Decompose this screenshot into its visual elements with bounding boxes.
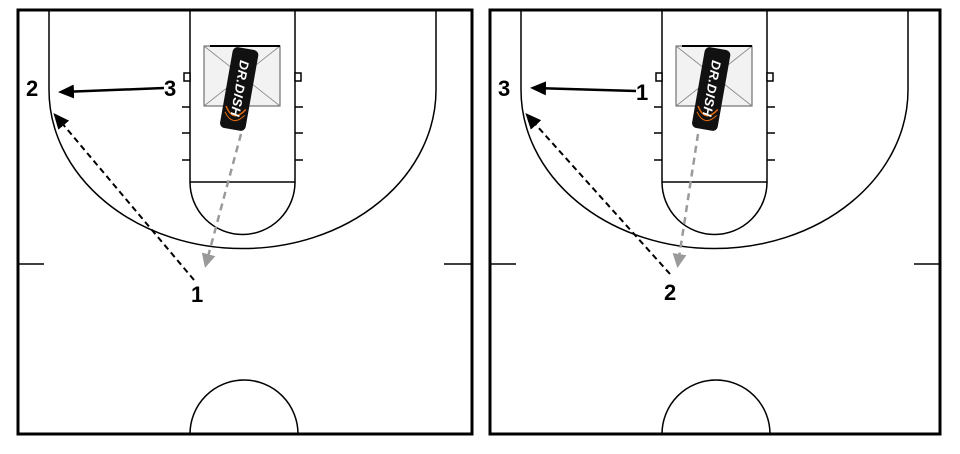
- pass-arrow: [53, 112, 195, 281]
- player-movement-arrow: [58, 84, 165, 99]
- three-point-line: [520, 10, 909, 250]
- court-diagram-left: DR.DISH 2 3 1: [14, 0, 486, 454]
- free-throw-circle: [189, 181, 296, 236]
- machine-pass-arrow: [672, 133, 700, 268]
- court-diagram-right: DR.DISH 3 1 2: [486, 0, 958, 454]
- lane-hash-marks: [182, 72, 303, 161]
- player-2-label: 2: [26, 76, 38, 101]
- pass-arrow: [525, 113, 671, 275]
- player-3-label: 3: [498, 76, 510, 101]
- player-1-label: 1: [636, 80, 648, 105]
- passing-machine-icon: DR.DISH: [692, 47, 731, 131]
- three-point-line: [48, 10, 437, 250]
- player-3-label: 3: [164, 76, 176, 101]
- player-1-label: 1: [191, 282, 203, 307]
- lane-hash-marks: [654, 72, 775, 161]
- center-circle: [661, 379, 771, 435]
- player-movement-arrow: [530, 81, 637, 96]
- lane: [189, 9, 296, 183]
- player-2-label: 2: [664, 280, 676, 305]
- passing-machine-icon: DR.DISH: [220, 47, 259, 131]
- lane: [661, 9, 768, 183]
- free-throw-circle: [661, 181, 768, 236]
- machine-pass-arrow: [201, 133, 243, 268]
- center-circle: [189, 379, 299, 435]
